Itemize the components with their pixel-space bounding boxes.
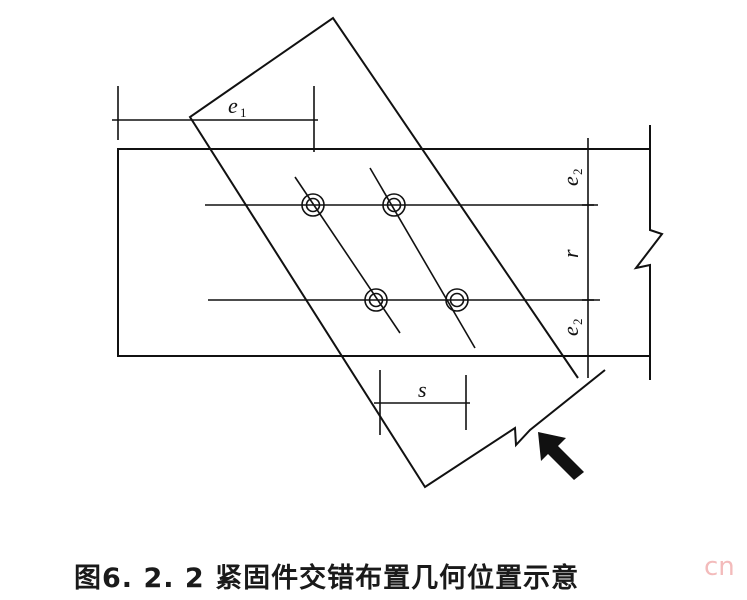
label-r: r: [558, 249, 583, 258]
bolt: [301, 193, 325, 217]
label-e2-bottom: e: [558, 326, 583, 336]
bolt: [382, 193, 406, 217]
figure-caption: 图6. 2. 2 紧固件交错布置几何位置示意: [74, 563, 580, 594]
break-line-right: [633, 125, 664, 380]
label-s: s: [418, 377, 427, 402]
label-e2-top-subscript: 2: [570, 169, 585, 176]
label-e2-top: e: [558, 176, 583, 186]
bolt-diag-line-2: [369, 167, 476, 349]
label-e2-bottom-subscript: 2: [570, 319, 585, 326]
bolt: [364, 288, 388, 312]
main-member: [117, 148, 650, 357]
inclined-member: [188, 16, 606, 489]
watermark: cn: [704, 552, 735, 582]
label-e1-subscript: 1: [240, 105, 247, 120]
bolt: [445, 288, 469, 312]
dimension-e1: e 1: [112, 86, 318, 152]
bolt-diag-line-1: [294, 176, 401, 334]
label-e1: e: [228, 93, 238, 118]
dimension-s: s: [374, 370, 470, 435]
dimension-e2-r: e 2 r e 2: [558, 138, 594, 378]
arrow-up-left-icon: [538, 432, 584, 480]
